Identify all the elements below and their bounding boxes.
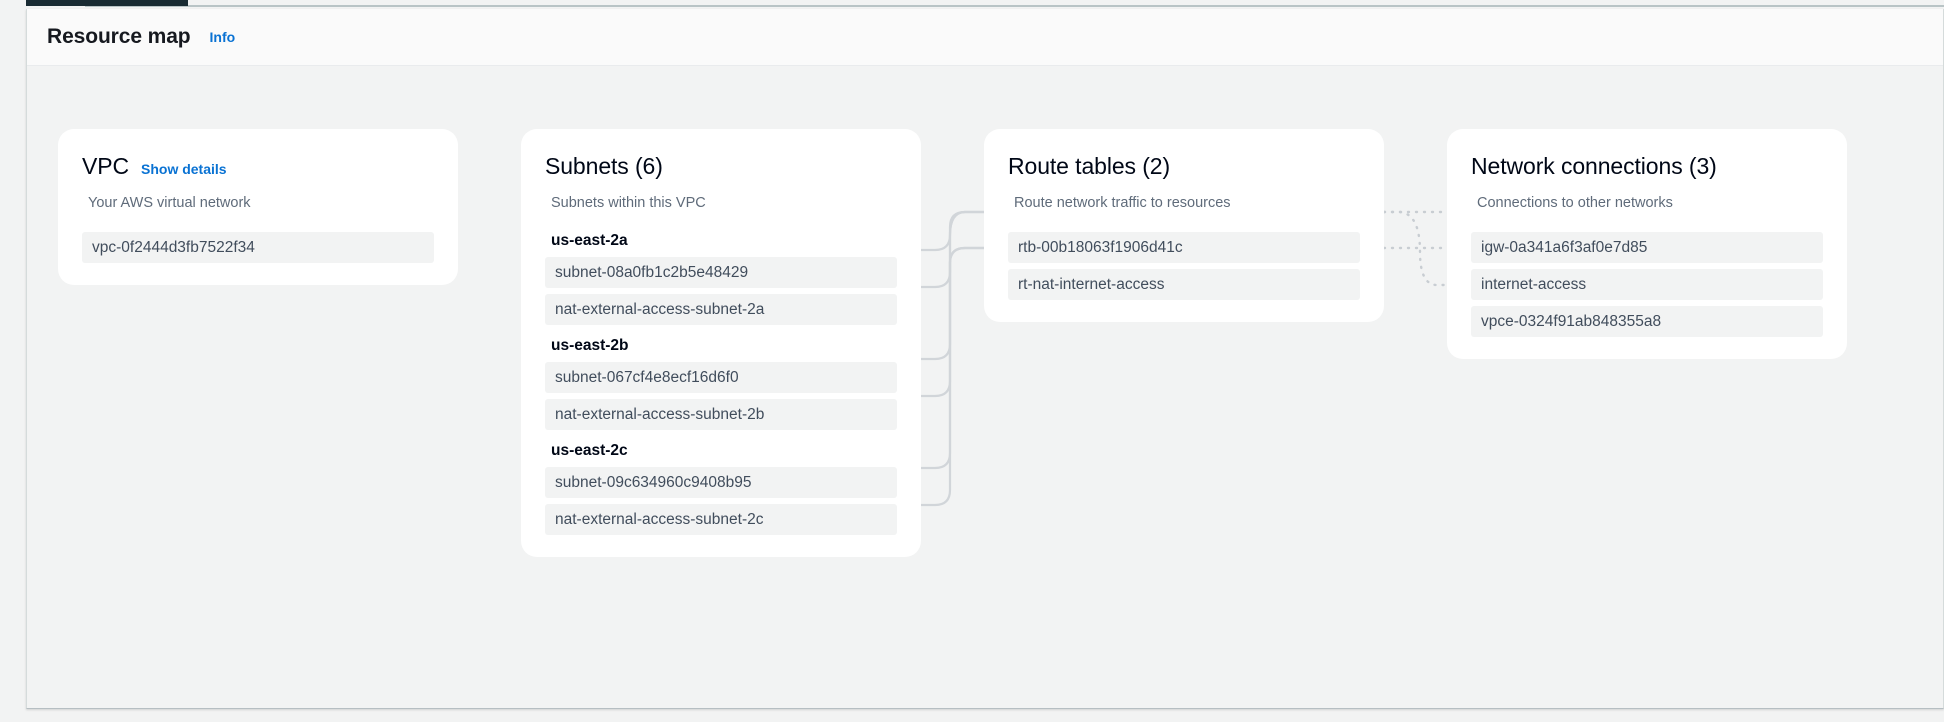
card-subnets-subtitle: Subnets within this VPC bbox=[551, 195, 706, 211]
card-route-tables-head: Route tables (2) bbox=[1008, 153, 1360, 180]
route-table-pill[interactable]: rtb-00b18063f1906d41c bbox=[1008, 232, 1360, 263]
card-network-connections-head: Network connections (3) bbox=[1471, 153, 1823, 180]
card-subnets-list: us-east-2a subnet-08a0fb1c2b5e48429 nat-… bbox=[545, 232, 897, 535]
route-table-pill[interactable]: rt-nat-internet-access bbox=[1008, 269, 1360, 300]
panel-body: VPC Show details Your AWS virtual networ… bbox=[27, 67, 1943, 708]
card-vpc-head: VPC Show details bbox=[82, 153, 434, 180]
card-vpc-list: vpc-0f2444d3fb7522f34 bbox=[82, 232, 434, 263]
info-link[interactable]: Info bbox=[209, 29, 236, 45]
tab-strip bbox=[0, 0, 1944, 8]
subnet-pill[interactable]: nat-external-access-subnet-2b bbox=[545, 399, 897, 430]
card-route-tables-list: rtb-00b18063f1906d41c rt-nat-internet-ac… bbox=[1008, 232, 1360, 300]
show-details-link[interactable]: Show details bbox=[141, 161, 227, 177]
subnet-pill[interactable]: nat-external-access-subnet-2c bbox=[545, 504, 897, 535]
card-route-tables-title: Route tables (2) bbox=[1008, 153, 1171, 179]
card-network-connections-subtitle: Connections to other networks bbox=[1477, 195, 1673, 211]
az-group-label: us-east-2c bbox=[551, 442, 628, 459]
vpc-id-pill[interactable]: vpc-0f2444d3fb7522f34 bbox=[82, 232, 434, 263]
card-network-connections-list: igw-0a341a6f3af0e7d85 internet-access vp… bbox=[1471, 232, 1823, 337]
subnet-pill[interactable]: subnet-067cf4e8ecf16d6f0 bbox=[545, 362, 897, 393]
card-subnets-title: Subnets (6) bbox=[545, 153, 663, 179]
card-route-tables: Route tables (2) Route network traffic t… bbox=[984, 129, 1384, 322]
subnet-pill[interactable]: subnet-08a0fb1c2b5e48429 bbox=[545, 257, 897, 288]
card-vpc-title: VPC bbox=[82, 153, 129, 179]
subnet-pill[interactable]: subnet-09c634960c9408b95 bbox=[545, 467, 897, 498]
network-connection-pill[interactable]: igw-0a341a6f3af0e7d85 bbox=[1471, 232, 1823, 263]
az-group-label: us-east-2b bbox=[551, 337, 629, 354]
card-vpc: VPC Show details Your AWS virtual networ… bbox=[58, 129, 458, 285]
card-network-connections: Network connections (3) Connections to o… bbox=[1447, 129, 1847, 359]
az-group-label: us-east-2a bbox=[551, 232, 628, 249]
network-connection-pill[interactable]: internet-access bbox=[1471, 269, 1823, 300]
tab-active-indicator[interactable] bbox=[26, 0, 188, 6]
panel-header: Resource map Info bbox=[27, 9, 1943, 66]
resource-map-panel: Resource map Info bbox=[26, 9, 1944, 709]
card-vpc-subtitle: Your AWS virtual network bbox=[88, 195, 251, 211]
subnet-pill[interactable]: nat-external-access-subnet-2a bbox=[545, 294, 897, 325]
card-subnets: Subnets (6) Subnets within this VPC us-e… bbox=[521, 129, 921, 557]
card-network-connections-title: Network connections (3) bbox=[1471, 153, 1717, 179]
tab-strip-divider bbox=[85, 5, 1944, 7]
page-title: Resource map bbox=[47, 25, 191, 48]
card-subnets-head: Subnets (6) bbox=[545, 153, 897, 180]
card-route-tables-subtitle: Route network traffic to resources bbox=[1014, 195, 1231, 211]
network-connection-pill[interactable]: vpce-0324f91ab848355a8 bbox=[1471, 306, 1823, 337]
